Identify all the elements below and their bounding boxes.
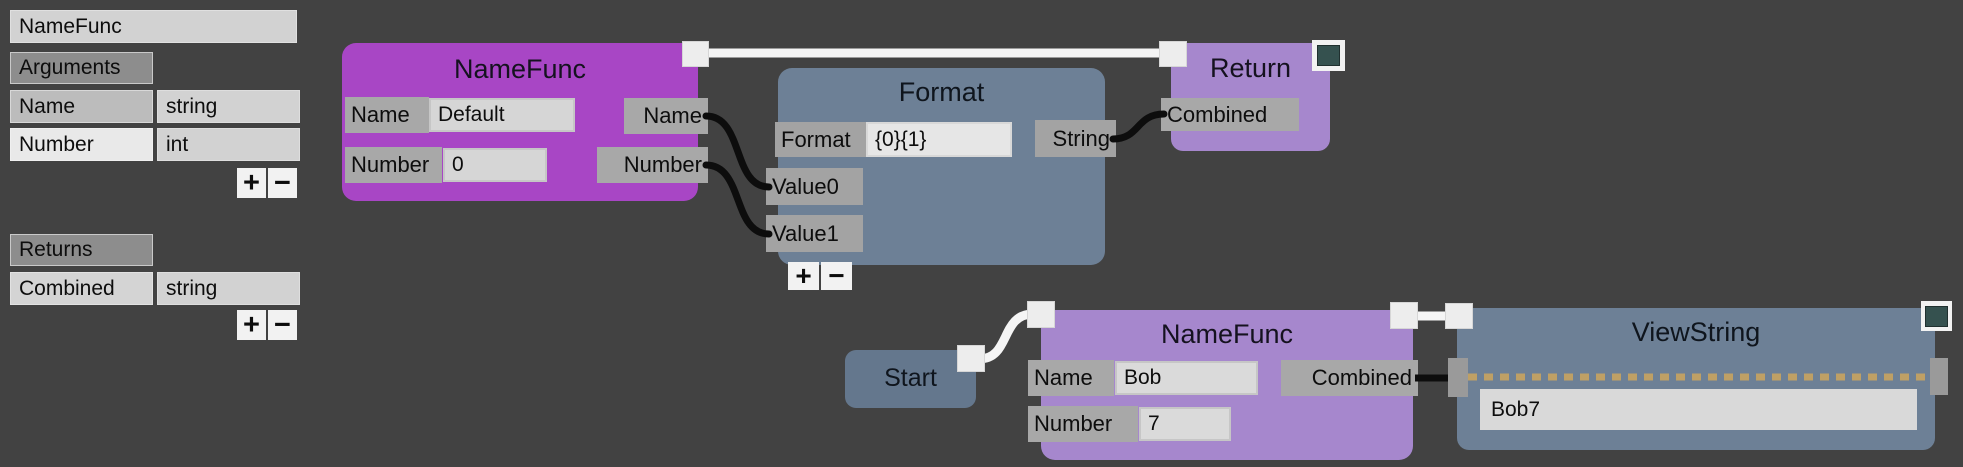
- add-return-button[interactable]: +: [237, 310, 266, 340]
- input-port-value1[interactable]: Value1: [766, 215, 863, 252]
- node-namefunc-definition[interactable]: NameFunc Name Default Number 0 Name Numb…: [342, 43, 708, 201]
- number-value-field[interactable]: 0: [443, 148, 547, 182]
- output-port[interactable]: [1930, 358, 1948, 395]
- node-viewstring[interactable]: ViewString Bob7: [1457, 308, 1935, 450]
- exec-pin[interactable]: [682, 41, 709, 67]
- viewstring-output-display: Bob7: [1480, 389, 1917, 430]
- teal-square-icon: [1317, 45, 1340, 66]
- function-name-field[interactable]: NameFunc: [10, 10, 297, 43]
- node-title: ViewString: [1631, 317, 1761, 347]
- output-port-name[interactable]: Name: [624, 98, 708, 134]
- output-port-string[interactable]: String: [1035, 120, 1116, 157]
- format-value-field[interactable]: {0}{1}: [866, 122, 1012, 157]
- node-title: Format: [898, 77, 985, 107]
- name-value-field[interactable]: Bob: [1115, 361, 1258, 395]
- corner-square-icon[interactable]: [1312, 40, 1345, 71]
- field-label: Format: [775, 122, 866, 157]
- argument-type-cell[interactable]: int: [157, 128, 300, 161]
- data-wire: [702, 161, 773, 238]
- node-title: Start: [884, 364, 937, 392]
- node-start[interactable]: Start: [845, 350, 976, 408]
- argument-name-cell[interactable]: Number: [10, 128, 153, 161]
- output-port-number[interactable]: Number: [597, 147, 708, 183]
- data-wire: [702, 112, 773, 191]
- teal-square-icon: [1925, 305, 1948, 327]
- exec-pin[interactable]: [1390, 302, 1418, 329]
- returns-header: Returns: [10, 234, 153, 266]
- exec-pin[interactable]: [1445, 303, 1473, 329]
- node-namefunc-call[interactable]: NameFunc Name Bob Number 7 Combined: [1028, 310, 1418, 460]
- exec-wire: [974, 309, 1038, 364]
- name-value-field[interactable]: Default: [429, 98, 575, 132]
- exec-pin[interactable]: [957, 345, 985, 372]
- add-argument-button[interactable]: +: [237, 168, 266, 198]
- node-format[interactable]: Format Format {0}{1} Value0 Value1 Strin…: [766, 68, 1116, 290]
- corner-square-icon[interactable]: [1921, 301, 1952, 331]
- node-title: NameFunc: [453, 54, 587, 84]
- field-label: Number: [1028, 406, 1138, 442]
- return-type-cell[interactable]: string: [157, 272, 300, 305]
- node-return[interactable]: Return Combined: [1161, 43, 1330, 151]
- remove-argument-button[interactable]: −: [268, 168, 297, 198]
- arguments-header: Arguments: [10, 52, 153, 84]
- field-label: Name: [1028, 360, 1114, 396]
- data-wire: [1109, 110, 1168, 143]
- input-port[interactable]: [1448, 358, 1468, 397]
- field-label: Name: [345, 97, 429, 133]
- return-name-cell[interactable]: Combined: [10, 272, 153, 305]
- node-title: NameFunc: [1160, 319, 1294, 349]
- add-input-button[interactable]: +: [788, 262, 819, 290]
- node-title: Return: [1209, 53, 1292, 83]
- remove-return-button[interactable]: −: [268, 310, 297, 340]
- number-value-field[interactable]: 7: [1139, 407, 1231, 441]
- input-port-combined[interactable]: Combined: [1161, 98, 1299, 131]
- remove-input-button[interactable]: −: [821, 262, 852, 290]
- output-port-combined[interactable]: Combined: [1281, 360, 1418, 396]
- exec-pin[interactable]: [1159, 41, 1187, 67]
- argument-type-cell[interactable]: string: [157, 90, 300, 123]
- exec-pin[interactable]: [1027, 301, 1055, 328]
- argument-name-cell[interactable]: Name: [10, 90, 153, 123]
- input-port-value0[interactable]: Value0: [766, 168, 863, 205]
- field-label: Number: [345, 147, 442, 183]
